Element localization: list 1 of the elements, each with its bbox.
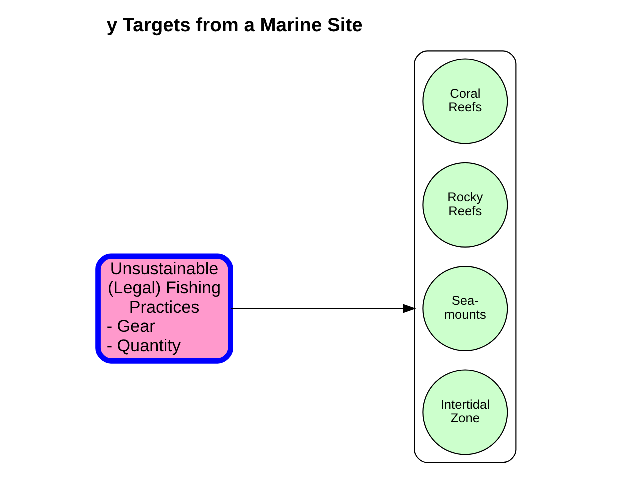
diagram-title: y Targets from a Marine Site [106, 15, 362, 36]
